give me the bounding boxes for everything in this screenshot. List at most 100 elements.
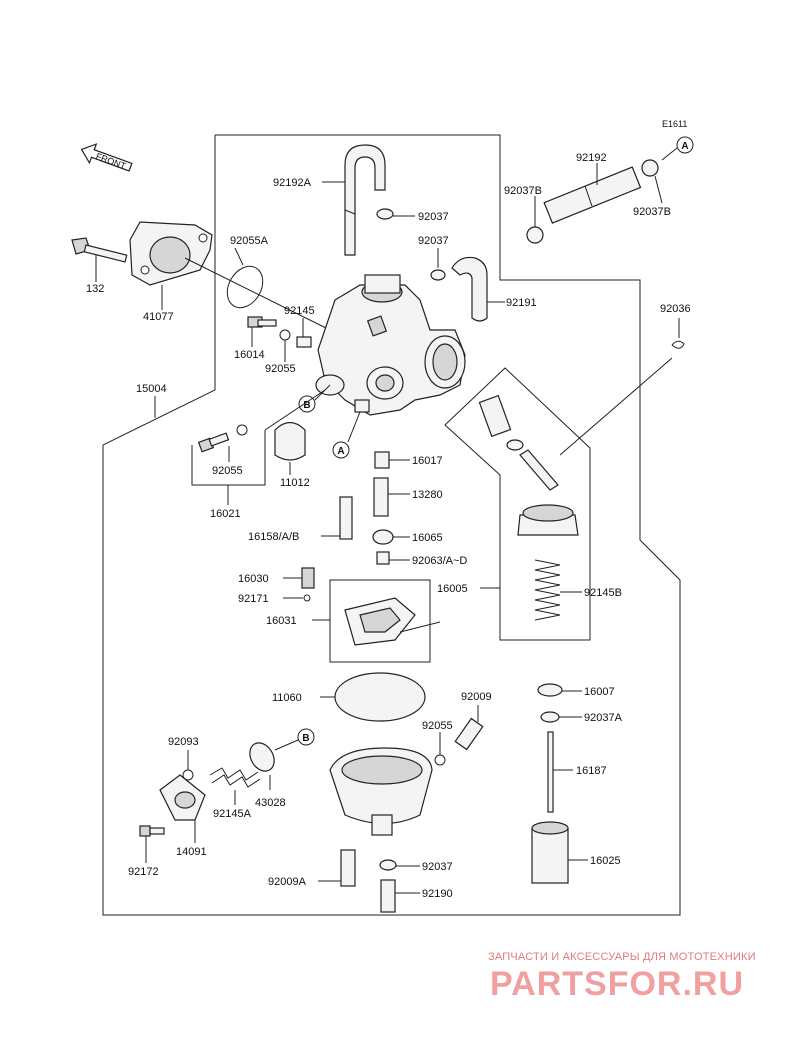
hose-92190-shape [380,879,396,913]
jet-16065-shape [372,529,394,545]
label-92037-right: 92037 [418,235,449,247]
needle-jet-16158-shape [339,496,353,540]
o-ring-92055-c-shape [434,754,446,766]
ref-marker-a-mid: A [332,411,361,459]
label-43028: 43028 [255,797,286,809]
bolt-132-shape [71,237,128,263]
ref-marker-b-mid: B [298,384,331,413]
label-92037B-right: 92037B [633,206,671,218]
clip-92037-shape [376,208,394,220]
clip-92037B-left-shape [526,226,544,244]
label-16158: 16158/A/B [248,531,299,543]
label-16065: 16065 [412,532,443,544]
screw-92009A-shape [340,849,356,887]
gasket-43028-shape [249,742,275,772]
insulator-41077-shape [129,221,213,286]
ref-marker-a-top: A [661,136,694,161]
jet-92063-shape [376,551,390,565]
valve-16030-shape [301,567,315,589]
screw-16021-shape [197,424,248,453]
label-92192A: 92192A [273,177,312,189]
gasket-11060-shape [334,672,426,722]
label-16005: 16005 [437,583,468,595]
label-92037A: 92037A [584,712,623,724]
float-16031-box [329,579,431,663]
clip-92036-shape [671,340,685,349]
hose-92192A-shape [344,144,386,256]
label-92145B: 92145B [584,587,622,599]
label-92036: 92036 [660,303,691,315]
label-92055A: 92055A [230,235,269,247]
label-92192: 92192 [576,152,607,164]
label-132: 132 [86,283,104,295]
screw-92172-shape [139,825,165,837]
jet-16017-shape [374,451,390,469]
choke-16005-box [444,367,591,641]
hose-92191-shape [451,256,488,322]
label-92190: 92190 [422,888,453,900]
label-92172: 92172 [128,866,159,878]
clip-92037A-shape [540,711,560,723]
needle-16187-shape [547,731,554,813]
label-92145: 92145 [284,305,315,317]
o-ring-92055-a-shape [279,329,291,341]
label-11012: 11012 [280,477,310,489]
label-13280: 13280 [412,489,443,501]
label-41077: 41077 [143,311,174,323]
label-92063: 92063/A~D [412,555,467,567]
front-label: FRONT [95,151,128,171]
cap-16007-shape [537,683,563,697]
label-92037-top: 92037 [418,211,449,223]
svg-text:B: B [303,400,310,411]
label-92055-a: 92055 [265,363,296,375]
ref-marker-b-low: B [274,728,315,751]
label-16017: 16017 [412,455,443,467]
label-92037B-left: 92037B [504,185,542,197]
svg-text:B: B [302,733,309,744]
watermark-logo: PARTSFOR.RU [490,965,745,1003]
label-16031: 16031 [266,615,297,627]
throttle-valve-16025-shape [531,821,569,884]
hose-92192-shape [543,166,642,224]
label-92037-bottom: 92037 [422,861,453,873]
valve-92009-shape [454,717,484,751]
label-16025: 16025 [590,855,621,867]
screw-16014-shape [247,316,277,328]
diagram-code: E1611 [662,119,687,129]
spring-92145A-shape [209,767,261,788]
front-arrow-icon: FRONT [80,143,133,172]
svg-text:A: A [337,446,344,457]
label-15004: 15004 [136,383,167,395]
label-92191: 92191 [506,297,537,309]
label-16030: 16030 [238,573,269,585]
assembly-outline [102,134,681,916]
o-ring-92171-shape [303,594,311,602]
carburetor-body-shape [315,274,466,416]
label-92009: 92009 [461,691,492,703]
label-92009A: 92009A [268,876,307,888]
label-16187: 16187 [576,765,607,777]
cap-11012-shape [274,421,306,461]
label-16007: 16007 [584,686,615,698]
clip-92037-bottom-shape [379,859,397,871]
spring-92145-shape [296,336,312,348]
label-16014: 16014 [234,349,265,361]
label-92055-b: 92055 [212,465,243,477]
cover-14091-shape [159,774,206,821]
choke-16005-shape [478,394,579,536]
label-92055-c: 92055 [422,720,453,732]
label-16021: 16021 [210,508,241,520]
svg-text:A: A [681,141,688,152]
label-92093: 92093 [168,736,199,748]
label-11060: 11060 [272,692,302,704]
watermark-tagline: ЗАПЧАСТИ И АКСЕССУАРЫ ДЛЯ МОТОТЕХНИКИ [488,951,756,963]
float-bowl-shape [329,747,433,836]
label-14091: 14091 [176,846,207,858]
o-ring-92055A-shape [226,265,264,309]
tube-13280-shape [373,477,389,517]
label-92171: 92171 [238,593,269,605]
spring-92145B-shape [534,559,561,621]
clip-92037-right-shape [430,269,446,281]
